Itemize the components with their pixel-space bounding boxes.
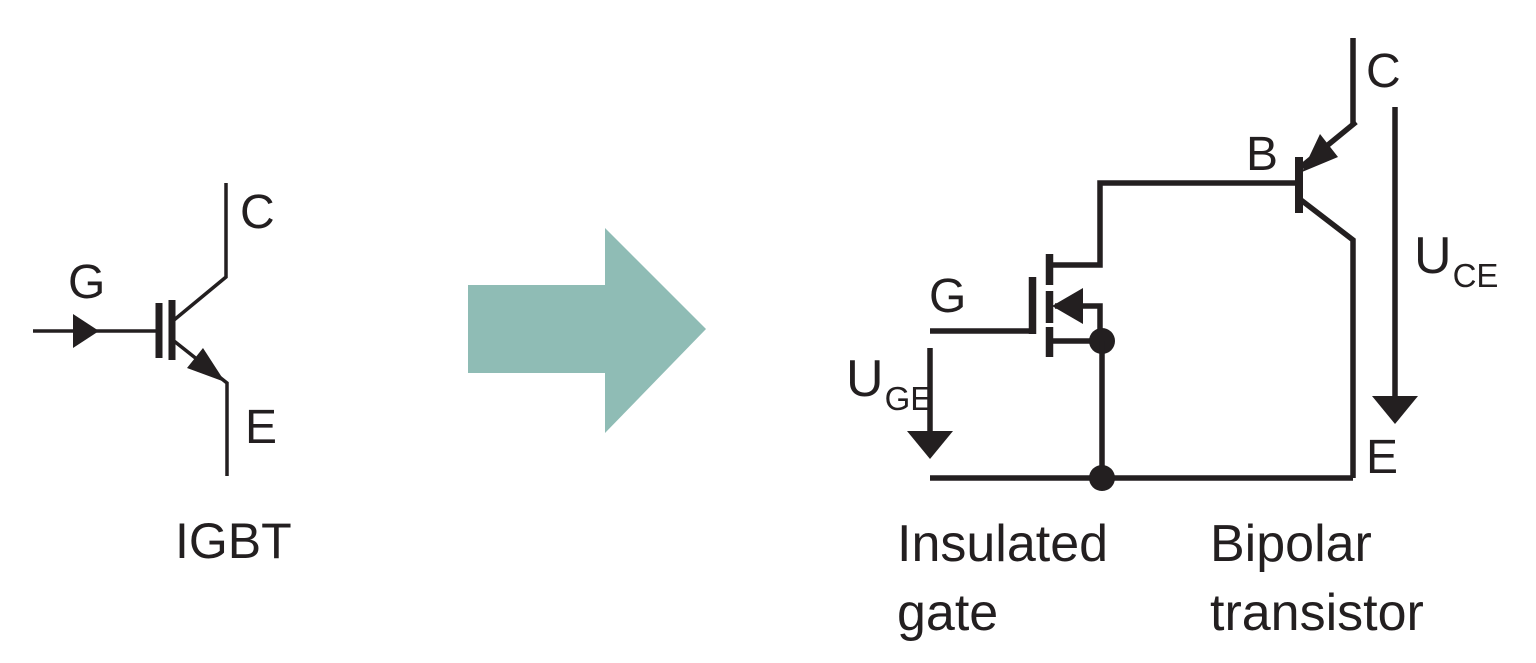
mosfet-caption: Insulated gate: [897, 510, 1108, 648]
uge-symbol: U: [846, 350, 884, 408]
transform-arrow-icon: [468, 228, 706, 433]
junction-dot-rail: [1089, 465, 1115, 491]
uge-arrowhead-icon: [907, 431, 953, 459]
igbt-emitter-arrow-icon: [187, 348, 225, 382]
uge-arrow: [907, 348, 953, 459]
mosfet-caption-line1: Insulated: [897, 515, 1109, 573]
igbt-emitter-label: E: [245, 401, 278, 454]
bjt-collector-diagonal: [1299, 197, 1356, 478]
igbt-caption: IGBT: [175, 513, 292, 569]
uce-arrow: [1372, 107, 1418, 424]
circuit-emitter-label: E: [1366, 431, 1399, 484]
bjt-emitter-arrow-icon: [1302, 134, 1338, 172]
igbt-symbol: [33, 183, 229, 476]
bjt-symbol: [1295, 38, 1358, 478]
uce-symbol: U: [1414, 227, 1452, 285]
igbt-emitter-lead: [172, 339, 229, 476]
equivalent-circuit: [907, 38, 1418, 491]
bjt-caption-line2: transistor: [1210, 584, 1424, 642]
mosfet-caption-line2: gate: [897, 584, 999, 642]
uge-subscript: GE: [884, 380, 933, 417]
bjt-caption-line1: Bipolar: [1210, 515, 1372, 573]
circuit-base-label: B: [1246, 128, 1279, 181]
igbt-gate-label: G: [68, 256, 106, 309]
circuit-collector-label: C: [1366, 45, 1401, 98]
uce-subscript: CE: [1452, 257, 1499, 294]
uce-voltage-label: UCE: [1414, 227, 1498, 292]
mosfet-body-arrow-icon: [1052, 288, 1083, 324]
circuit-gate-label: G: [929, 270, 967, 323]
igbt-gate-arrow-icon: [73, 314, 99, 348]
igbt-collector-lead: [172, 183, 228, 322]
igbt-collector-label: C: [240, 186, 275, 239]
mosfet-drain-wire: [1053, 180, 1299, 268]
mosfet-symbol: [930, 180, 1299, 357]
bjt-caption: Bipolar transistor: [1210, 510, 1424, 648]
uge-voltage-label: UGE: [846, 350, 932, 415]
uce-arrowhead-icon: [1372, 396, 1418, 424]
